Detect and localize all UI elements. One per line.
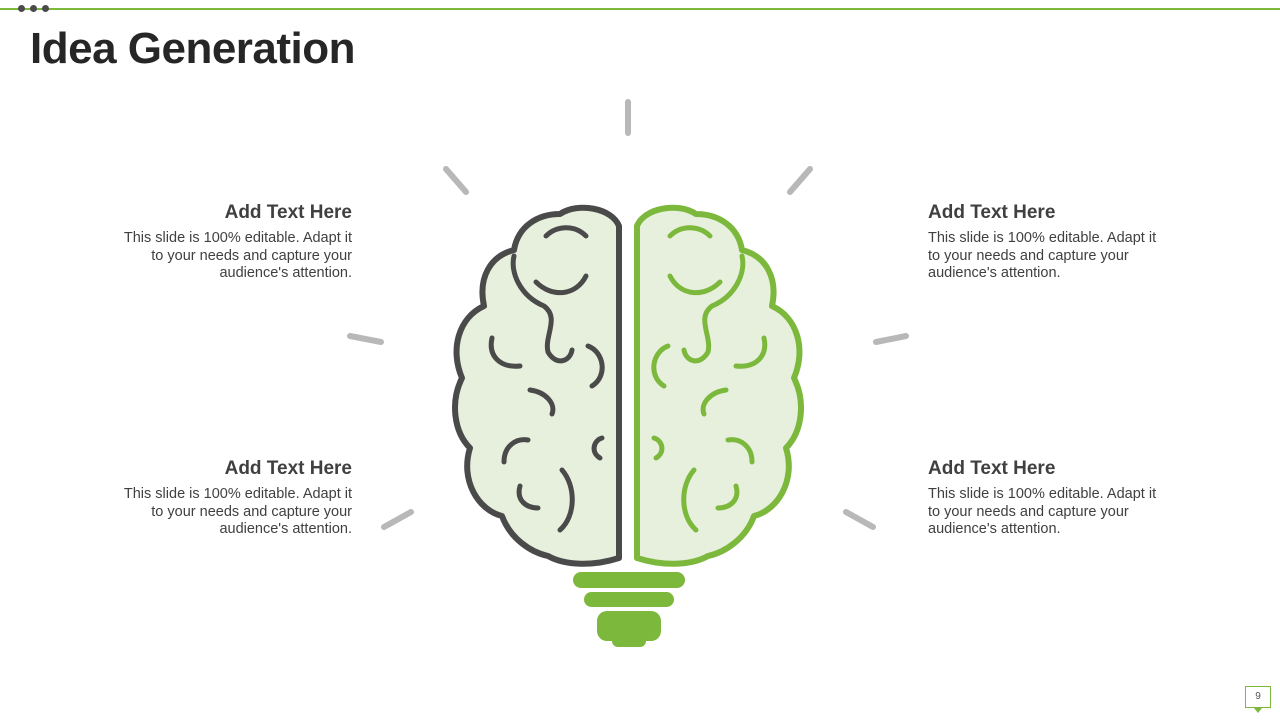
- text-block-bottom-right: Add Text Here This slide is 100% editabl…: [928, 458, 1168, 539]
- top-dots-decoration: [18, 5, 54, 13]
- block-heading: Add Text Here: [224, 458, 352, 479]
- light-rays: [347, 99, 909, 530]
- block-body: This slide is 100% editable. Adapt it to…: [928, 486, 1157, 537]
- left-brain-hemisphere: [452, 204, 622, 567]
- text-block-bottom-left: Add Text Here This slide is 100% editabl…: [112, 458, 352, 539]
- block-heading: Add Text Here: [224, 202, 352, 223]
- page-number-badge: 9: [1245, 686, 1271, 713]
- text-block-top-right: Add Text Here This slide is 100% editabl…: [928, 202, 1168, 283]
- right-brain-hemisphere: [634, 204, 804, 567]
- block-body: This slide is 100% editable. Adapt it to…: [928, 230, 1157, 281]
- bulb-base: [573, 572, 685, 647]
- page-title: Idea Generation: [30, 24, 356, 73]
- block-heading: Add Text Here: [928, 458, 1056, 479]
- block-body: This slide is 100% editable. Adapt it to…: [123, 486, 352, 537]
- text-block-top-left: Add Text Here This slide is 100% editabl…: [112, 202, 352, 283]
- block-body: This slide is 100% editable. Adapt it to…: [123, 230, 352, 281]
- top-accent-rule: [0, 8, 1280, 10]
- block-heading: Add Text Here: [928, 202, 1056, 223]
